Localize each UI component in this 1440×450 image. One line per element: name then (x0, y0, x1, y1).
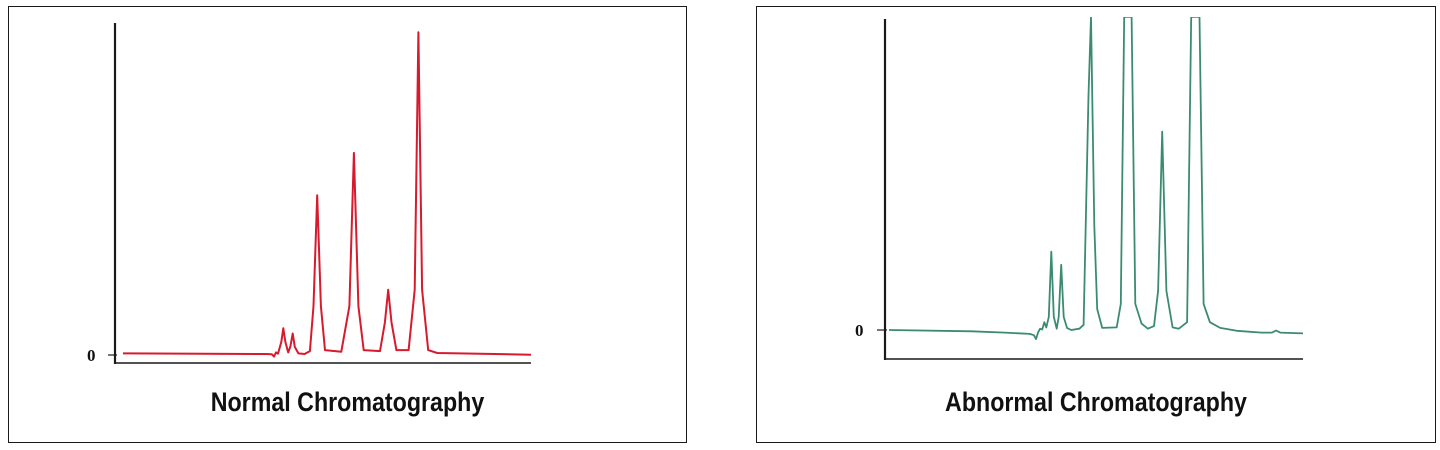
normal-chromatography-panel: 0 Normal Chromatography (8, 6, 687, 443)
series-group (888, 17, 1304, 340)
zero-tick-label: 0 (87, 346, 96, 365)
zero-tick-label: 0 (855, 321, 864, 340)
series-line (888, 17, 1304, 340)
abnormal-chromatography-panel: 0 Abnormal Chromatography (756, 6, 1436, 443)
series-group (122, 31, 532, 358)
abnormal-chromatogram-plot: 0 (855, 17, 1304, 360)
series-line (122, 31, 532, 358)
normal-chromatogram-plot: 0 (87, 23, 532, 365)
chart-title: Normal Chromatography (210, 387, 485, 417)
chart-title: Abnormal Chromatography (945, 387, 1247, 417)
